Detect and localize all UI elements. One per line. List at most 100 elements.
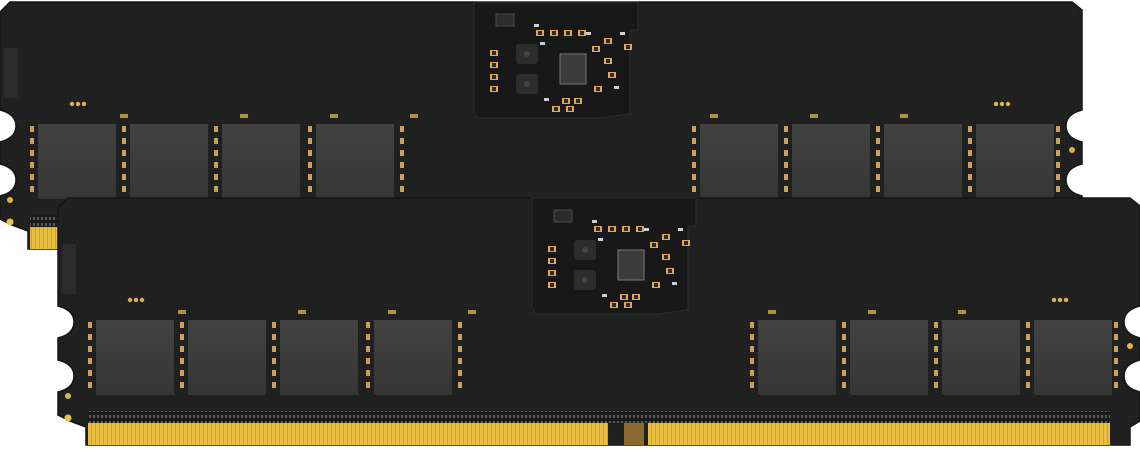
- termination-resistor: [750, 382, 754, 388]
- termination-resistor: [1026, 334, 1030, 340]
- test-pad: [127, 297, 133, 303]
- smd-pad: [958, 310, 966, 314]
- termination-resistor: [366, 334, 370, 340]
- termination-resistor: [1026, 382, 1030, 388]
- smd-pad: [388, 310, 396, 314]
- termination-resistor: [308, 186, 312, 192]
- capacitor-body: [492, 63, 496, 67]
- test-pad: [1005, 101, 1011, 107]
- termination-resistor: [30, 126, 34, 132]
- termination-resistor: [934, 358, 938, 364]
- dram-chip: [942, 320, 1020, 395]
- smd-part: [592, 220, 597, 223]
- test-pad: [999, 101, 1005, 107]
- test-pad: [993, 101, 999, 107]
- smd-pad: [710, 114, 718, 118]
- dram-chip: [38, 124, 116, 199]
- ram-module-front: [57, 197, 1140, 446]
- smd-part: [602, 294, 607, 297]
- inductor-mark: [524, 81, 530, 87]
- test-pad: [139, 297, 145, 303]
- dram-chip: [758, 320, 836, 395]
- termination-resistor: [30, 186, 34, 192]
- termination-resistor: [784, 162, 788, 168]
- smd-part: [678, 228, 683, 231]
- via-row: [88, 411, 1110, 423]
- termination-resistor: [214, 174, 218, 180]
- termination-resistor: [934, 346, 938, 352]
- dram-chip: [884, 124, 962, 199]
- termination-resistor: [876, 150, 880, 156]
- termination-resistor: [366, 358, 370, 364]
- dram-chip: [316, 124, 394, 199]
- capacitor-body: [664, 235, 668, 239]
- termination-resistor: [30, 174, 34, 180]
- termination-resistor: [692, 162, 696, 168]
- termination-resistor: [968, 174, 972, 180]
- mount-dot: [64, 414, 72, 422]
- mount-dot: [6, 218, 14, 226]
- capacitor-body: [612, 303, 616, 307]
- termination-resistor: [750, 358, 754, 364]
- termination-resistor: [400, 174, 404, 180]
- termination-resistor: [1114, 382, 1118, 388]
- termination-resistor: [784, 126, 788, 132]
- test-pad: [133, 297, 139, 303]
- capacitor-body: [594, 47, 598, 51]
- capacitor-body: [552, 31, 556, 35]
- smd-part: [620, 32, 625, 35]
- dram-chip: [374, 320, 452, 395]
- termination-resistor: [1056, 174, 1060, 180]
- smd-part: [614, 86, 619, 89]
- termination-resistor: [30, 150, 34, 156]
- dram-chip: [850, 320, 928, 395]
- dram-chip: [1034, 320, 1112, 395]
- termination-resistor: [88, 322, 92, 328]
- test-pad: [81, 101, 87, 107]
- mount-dot: [1069, 147, 1075, 153]
- termination-resistor: [750, 370, 754, 376]
- termination-resistor: [1056, 162, 1060, 168]
- capacitor-body: [652, 243, 656, 247]
- termination-resistor: [272, 370, 276, 376]
- termination-resistor: [400, 138, 404, 144]
- smd-part: [586, 32, 591, 35]
- test-pad: [75, 101, 81, 107]
- termination-resistor: [842, 334, 846, 340]
- termination-resistor: [458, 334, 462, 340]
- termination-resistor: [968, 186, 972, 192]
- capacitor-body: [684, 241, 688, 245]
- termination-resistor: [784, 174, 788, 180]
- termination-resistor: [842, 322, 846, 328]
- termination-resistor: [122, 138, 126, 144]
- termination-resistor: [272, 334, 276, 340]
- termination-resistor: [180, 346, 184, 352]
- termination-resistor: [88, 370, 92, 376]
- inductor-mark: [524, 51, 530, 57]
- capacitor-body: [492, 87, 496, 91]
- termination-resistor: [1114, 334, 1118, 340]
- capacitor-body: [550, 271, 554, 275]
- termination-resistor: [1056, 150, 1060, 156]
- termination-resistor: [88, 358, 92, 364]
- termination-resistor: [458, 322, 462, 328]
- smd-pad: [240, 114, 248, 118]
- dram-chip: [130, 124, 208, 199]
- capacitor-body: [564, 99, 568, 103]
- termination-resistor: [214, 162, 218, 168]
- termination-resistor: [180, 358, 184, 364]
- dram-chip: [96, 320, 174, 395]
- capacitor-body: [568, 107, 572, 111]
- termination-resistor: [876, 174, 880, 180]
- capacitor-body: [566, 31, 570, 35]
- smd-part: [672, 282, 677, 285]
- gold-contacts-right: [648, 423, 1110, 445]
- capacitor-body: [550, 247, 554, 251]
- termination-resistor: [1026, 346, 1030, 352]
- smd-pad: [330, 114, 338, 118]
- smd-pad: [298, 310, 306, 314]
- termination-resistor: [366, 346, 370, 352]
- smd-pad: [768, 310, 776, 314]
- capacitor-body: [554, 107, 558, 111]
- termination-resistor: [214, 186, 218, 192]
